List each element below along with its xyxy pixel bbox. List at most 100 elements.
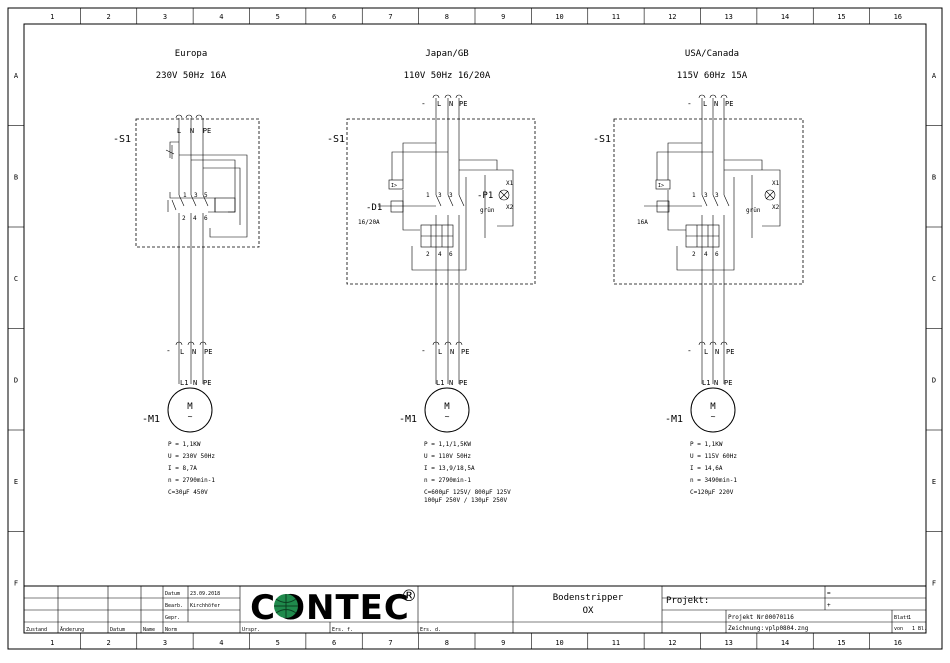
circuit-title: USA/Canada <box>685 49 739 59</box>
column-number: 3 <box>163 13 167 21</box>
row-letter: C <box>932 275 936 283</box>
motor-terminal: PE <box>459 379 467 387</box>
lamp-terminal: X1 <box>772 180 780 187</box>
feed-terminal: PE <box>204 348 212 356</box>
indicator-lamp <box>764 189 776 201</box>
motor-letter: M <box>710 402 716 412</box>
motor-spec: 100µF 250V / 130µF 250V <box>424 497 507 504</box>
column-number: 8 <box>445 639 449 647</box>
switch-tag: -S1 <box>113 134 131 145</box>
column-number: 8 <box>445 13 449 21</box>
contact-label: 5 <box>204 192 208 199</box>
supply-label: - <box>687 99 692 108</box>
contact-label: 2 <box>426 251 430 258</box>
motor-spec: I = 8,7A <box>168 465 197 472</box>
lamp-cross <box>765 190 775 200</box>
contact-label: 3 <box>704 192 708 199</box>
motor-spec: I = 14,6A <box>690 465 723 472</box>
terminal-label: PE <box>203 127 211 135</box>
column-number: 11 <box>612 13 620 21</box>
supply-terminal-symbols <box>175 114 203 119</box>
column-number: 13 <box>724 13 732 21</box>
column-number: 5 <box>276 639 280 647</box>
datum-value: 23.09.2018 <box>190 591 220 597</box>
circuit-title: Japan/GB <box>425 49 468 59</box>
feed-terminal: N <box>450 348 454 356</box>
switch-enclosure <box>613 118 804 285</box>
motor-letter: M <box>187 402 193 412</box>
motor-spec: U = 230V 50Hz <box>168 453 215 460</box>
motor-spec: U = 110V 50Hz <box>424 453 471 460</box>
lamp-terminal: X1 <box>506 180 514 187</box>
projekt-nr-label: Projekt Nr. <box>728 614 768 621</box>
terminal-label: N <box>190 127 194 135</box>
feed-terminal: L <box>704 348 708 356</box>
contact-label: 3 <box>715 192 719 199</box>
contact-label: 4 <box>438 251 442 258</box>
terminal-label: PE <box>459 100 467 108</box>
gepr-label: Gepr. <box>165 615 180 621</box>
outer-frame <box>7 7 943 650</box>
overload-coil <box>214 197 236 213</box>
aenderung-label: Änderung <box>60 626 84 633</box>
lamp-terminal: X2 <box>772 204 780 211</box>
urspr-label: Urspr. <box>242 627 260 633</box>
motor-leads <box>435 340 460 384</box>
switch-tag: -S1 <box>327 134 345 145</box>
motor-spec: I = 13,9/18,5A <box>424 465 475 472</box>
bearb-value: Kirchhöfer <box>190 603 220 609</box>
column-number: 9 <box>501 13 505 21</box>
circuit-title: Europa <box>175 49 208 59</box>
column-number: 15 <box>837 639 845 647</box>
feed-terminal: PE <box>726 348 734 356</box>
column-number: 1 <box>50 639 54 647</box>
logo-globe-lines <box>274 594 298 618</box>
feed-label: - <box>166 346 171 355</box>
zeichnung-value: vplp0804.zng <box>765 625 809 632</box>
row-letter: D <box>932 376 936 384</box>
motor-leads <box>701 340 725 384</box>
inner-frame <box>23 23 927 634</box>
column-number: 13 <box>724 639 732 647</box>
contact-label: 4 <box>193 215 197 222</box>
feed-terminal: N <box>715 348 719 356</box>
column-number: 14 <box>781 13 789 21</box>
relay-box <box>655 179 671 190</box>
motor-tag: -M1 <box>399 414 417 425</box>
motor-terminal: L1 <box>180 379 188 387</box>
switch-wiring <box>165 118 248 340</box>
datum2-label: Datum <box>110 627 125 633</box>
column-number: 4 <box>219 639 223 647</box>
switch-enclosure <box>135 118 260 248</box>
switch-enclosure <box>346 118 536 285</box>
von-value: 1 Bl. <box>912 626 927 632</box>
plus-mark: + <box>827 602 831 609</box>
contact-label: 3 <box>194 192 198 199</box>
projekt-nr-value: 00070116 <box>765 614 794 621</box>
motor-symbol <box>690 387 736 433</box>
contact-label: 2 <box>692 251 696 258</box>
eq-mark: = <box>827 590 831 597</box>
thermal-relays <box>685 224 720 248</box>
company-name: CONTEC <box>250 588 410 628</box>
motor-leads <box>178 340 204 384</box>
contact-label: 6 <box>449 251 453 258</box>
feed-label: - <box>687 346 692 355</box>
column-number: 6 <box>332 639 336 647</box>
relay-label: I> <box>391 183 397 189</box>
relay-label: I> <box>658 183 664 189</box>
contact-label: 6 <box>204 215 208 222</box>
motor-phase: ~ <box>445 412 450 421</box>
ers-d-label: Ers. d. <box>420 627 441 633</box>
column-number: 5 <box>276 13 280 21</box>
circuit-rating: 230V 50Hz 16A <box>156 71 227 81</box>
supply-terminal-symbols <box>698 94 728 99</box>
product-model: OX <box>583 606 594 616</box>
row-letter: C <box>14 275 18 283</box>
column-number: 7 <box>388 639 392 647</box>
name-label: Name <box>143 627 155 633</box>
motor-terminal: L1 <box>702 379 710 387</box>
motor-symbol <box>167 387 213 433</box>
product-name: Bodenstripper <box>553 593 624 603</box>
motor-phase: ~ <box>188 412 193 421</box>
